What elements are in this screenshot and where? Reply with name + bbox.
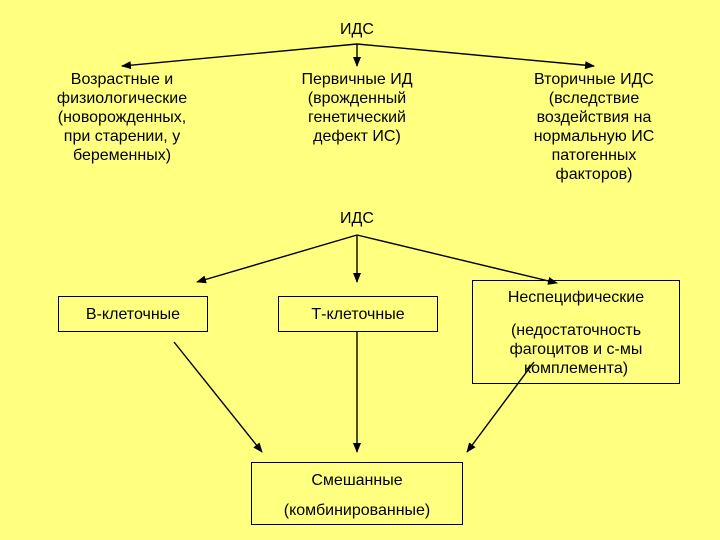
arrow-to-age-related xyxy=(121,43,358,70)
arrow-to-b-cell xyxy=(196,234,358,284)
nonspecific-detail: (недостаточность фагоцитов и с-мы компле… xyxy=(509,322,643,377)
top-root-label: ИДС xyxy=(340,21,374,38)
b-cell-label: В-клеточные xyxy=(85,306,181,323)
arrow-b-to-mixed xyxy=(173,341,263,453)
bottom-root-label: ИДС xyxy=(340,210,374,227)
arrow-to-nonspecific xyxy=(356,234,558,285)
top-diagram-arrows xyxy=(121,43,595,70)
t-cell-box: Т-клеточные xyxy=(278,296,438,332)
nonspecific-title: Неспецифические xyxy=(507,289,645,306)
mixed-title: Смешанные xyxy=(311,472,403,489)
b-cell-box: В-клеточные xyxy=(58,296,208,332)
node-primary-id: Первичные ИД (врожденный генетический де… xyxy=(301,71,413,145)
mixed-detail: (комбинированные) xyxy=(283,502,431,519)
node-age-physiological: Возрастные и физиологические (новорожден… xyxy=(56,71,188,164)
t-cell-label: Т-клеточные xyxy=(311,306,405,323)
nonspecific-box: Неспецифические (недостаточность фагоцит… xyxy=(472,280,680,384)
arrow-to-secondary xyxy=(356,43,595,70)
node-secondary-ids: Вторичные ИДС (вследствие воздействия на… xyxy=(533,71,655,183)
mixed-box: Смешанные (комбинированные) xyxy=(251,462,463,525)
